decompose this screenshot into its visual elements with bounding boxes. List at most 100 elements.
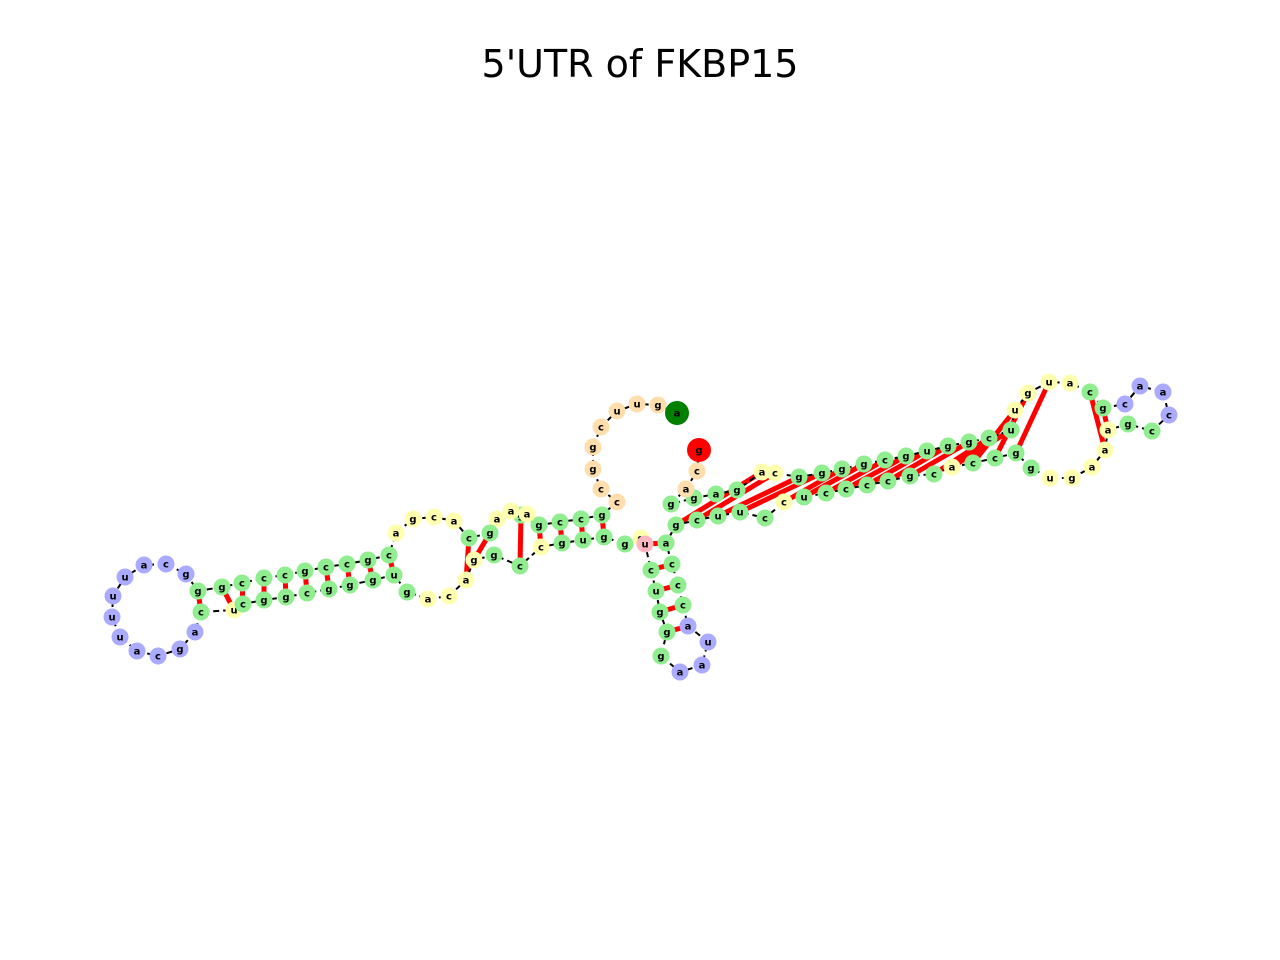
- nucleotide-letter: a: [1067, 379, 1074, 390]
- nucleotide-marker: [186, 623, 204, 641]
- nucleotide-101: g: [1063, 469, 1081, 487]
- nucleotide-76: u: [699, 633, 717, 651]
- nucleotide-26: c: [338, 555, 356, 573]
- nucleotide-letter: g: [695, 446, 702, 457]
- nucleotide-marker: [671, 663, 689, 681]
- base-pair-bond: [865, 448, 929, 488]
- nucleotide-letter: g: [818, 469, 825, 480]
- nucleotide-marker: [445, 512, 463, 530]
- nucleotide-letter: c: [155, 652, 161, 663]
- nucleotide-marker: [104, 587, 122, 605]
- nucleotide-letter: g: [1124, 420, 1131, 431]
- nucleotide-135: c: [688, 462, 706, 480]
- nucleotide-39: u: [103, 608, 121, 626]
- nucleotide-91: c: [858, 476, 876, 494]
- nucleotide-28: g: [296, 562, 314, 580]
- nucleotide-marker: [674, 596, 692, 614]
- nucleotide-letter: u: [230, 606, 237, 617]
- nucleotide-letter: a: [1105, 426, 1112, 437]
- nucleotide-marker: [693, 656, 711, 674]
- nucleotide-35: c: [157, 555, 175, 573]
- nucleotide-31: c: [233, 574, 251, 592]
- nucleotide-marker: [320, 580, 338, 598]
- nucleotide-marker: [213, 578, 231, 596]
- nucleotide-marker: [1041, 469, 1059, 487]
- nucleotide-marker: [795, 488, 813, 506]
- nucleotide-marker: [652, 647, 670, 665]
- nucleotide-41: a: [128, 642, 146, 660]
- nucleotide-letter: a: [425, 595, 432, 606]
- nucleotide-letter: g: [944, 442, 951, 453]
- nucleotide-letter: a: [141, 561, 148, 572]
- nucleotide-layer: aguucggccgccggaaagcacgacgccgcccgggcauuuu…: [103, 373, 1178, 681]
- nucleotide-136: g: [687, 438, 711, 462]
- nucleotide-letter: g: [621, 540, 628, 551]
- nucleotide-51: g: [320, 580, 338, 598]
- nucleotide-letter: g: [906, 472, 913, 483]
- nucleotide-22: g: [404, 510, 422, 528]
- nucleotide-letter: g: [535, 521, 542, 532]
- nucleotide-marker: [171, 640, 189, 658]
- nucleotide-13: g: [530, 516, 548, 534]
- nucleotide-letter: u: [800, 493, 807, 504]
- diagram-title: 5'UTR of FKBP15: [481, 42, 799, 86]
- nucleotide-marker: [1002, 421, 1020, 439]
- nucleotide-126: g: [813, 464, 831, 482]
- nucleotide-107: c: [1160, 406, 1178, 424]
- nucleotide-marker: [530, 516, 548, 534]
- nucleotide-59: g: [465, 551, 483, 569]
- base-pair-bond: [932, 435, 991, 477]
- nucleotide-marker: [679, 617, 697, 635]
- nucleotide-marker: [1019, 384, 1037, 402]
- nucleotide-93: g: [901, 467, 919, 485]
- nucleotide-116: u: [1006, 401, 1024, 419]
- nucleotide-82: g: [667, 516, 685, 534]
- nucleotide-letter: c: [648, 566, 654, 577]
- nucleotide-62: c: [532, 538, 550, 556]
- nucleotide-letter: c: [781, 498, 787, 509]
- nucleotide-letter: g: [558, 539, 565, 550]
- nucleotide-63: g: [553, 534, 571, 552]
- nucleotide-letter: u: [109, 592, 116, 603]
- nucleotide-letter: a: [463, 576, 470, 587]
- nucleotide-marker: [255, 591, 273, 609]
- nucleotide-115: g: [1019, 384, 1037, 402]
- nucleotide-letter: g: [600, 533, 607, 544]
- nucleotide-36: a: [135, 556, 153, 574]
- nucleotide-letter: u: [1045, 378, 1052, 389]
- nucleotide-marker: [699, 633, 717, 651]
- nucleotide-letter: c: [675, 581, 681, 592]
- nucleotide-marker: [964, 454, 982, 472]
- nucleotide-marker: [731, 503, 749, 521]
- nucleotide-marker: [662, 495, 680, 513]
- nucleotide-marker: [876, 451, 894, 469]
- nucleotide-124: g: [855, 455, 873, 473]
- nucleotide-3: u: [628, 395, 646, 413]
- nucleotide-letter: g: [486, 529, 493, 540]
- nucleotide-letter: c: [885, 477, 891, 488]
- nucleotide-letter: u: [736, 508, 743, 519]
- nucleotide-marker: [440, 587, 458, 605]
- nucleotide-27: c: [317, 558, 335, 576]
- nucleotide-letter: g: [260, 596, 267, 607]
- nucleotide-marker: [688, 462, 706, 480]
- nucleotide-marker: [901, 467, 919, 485]
- nucleotide-letter: c: [1166, 411, 1172, 422]
- base-pair-bond: [802, 461, 866, 500]
- nucleotide-125: g: [833, 460, 851, 478]
- nucleotide-marker: [1022, 459, 1040, 477]
- nucleotide-marker: [488, 510, 506, 528]
- nucleotide-letter: a: [494, 515, 501, 526]
- nucleotide-letter: a: [759, 468, 766, 479]
- nucleotide-57: c: [440, 587, 458, 605]
- nucleotide-letter: a: [393, 529, 400, 540]
- nucleotide-marker: [879, 472, 897, 490]
- nucleotide-letter: c: [772, 469, 778, 480]
- nucleotide-marker: [481, 524, 499, 542]
- nucleotide-75: a: [693, 656, 711, 674]
- nucleotide-marker: [404, 510, 422, 528]
- nucleotide-letter: c: [240, 600, 246, 611]
- nucleotide-marker: [616, 535, 634, 553]
- base-pair-bond: [824, 457, 887, 496]
- nucleotide-68: u: [636, 535, 654, 553]
